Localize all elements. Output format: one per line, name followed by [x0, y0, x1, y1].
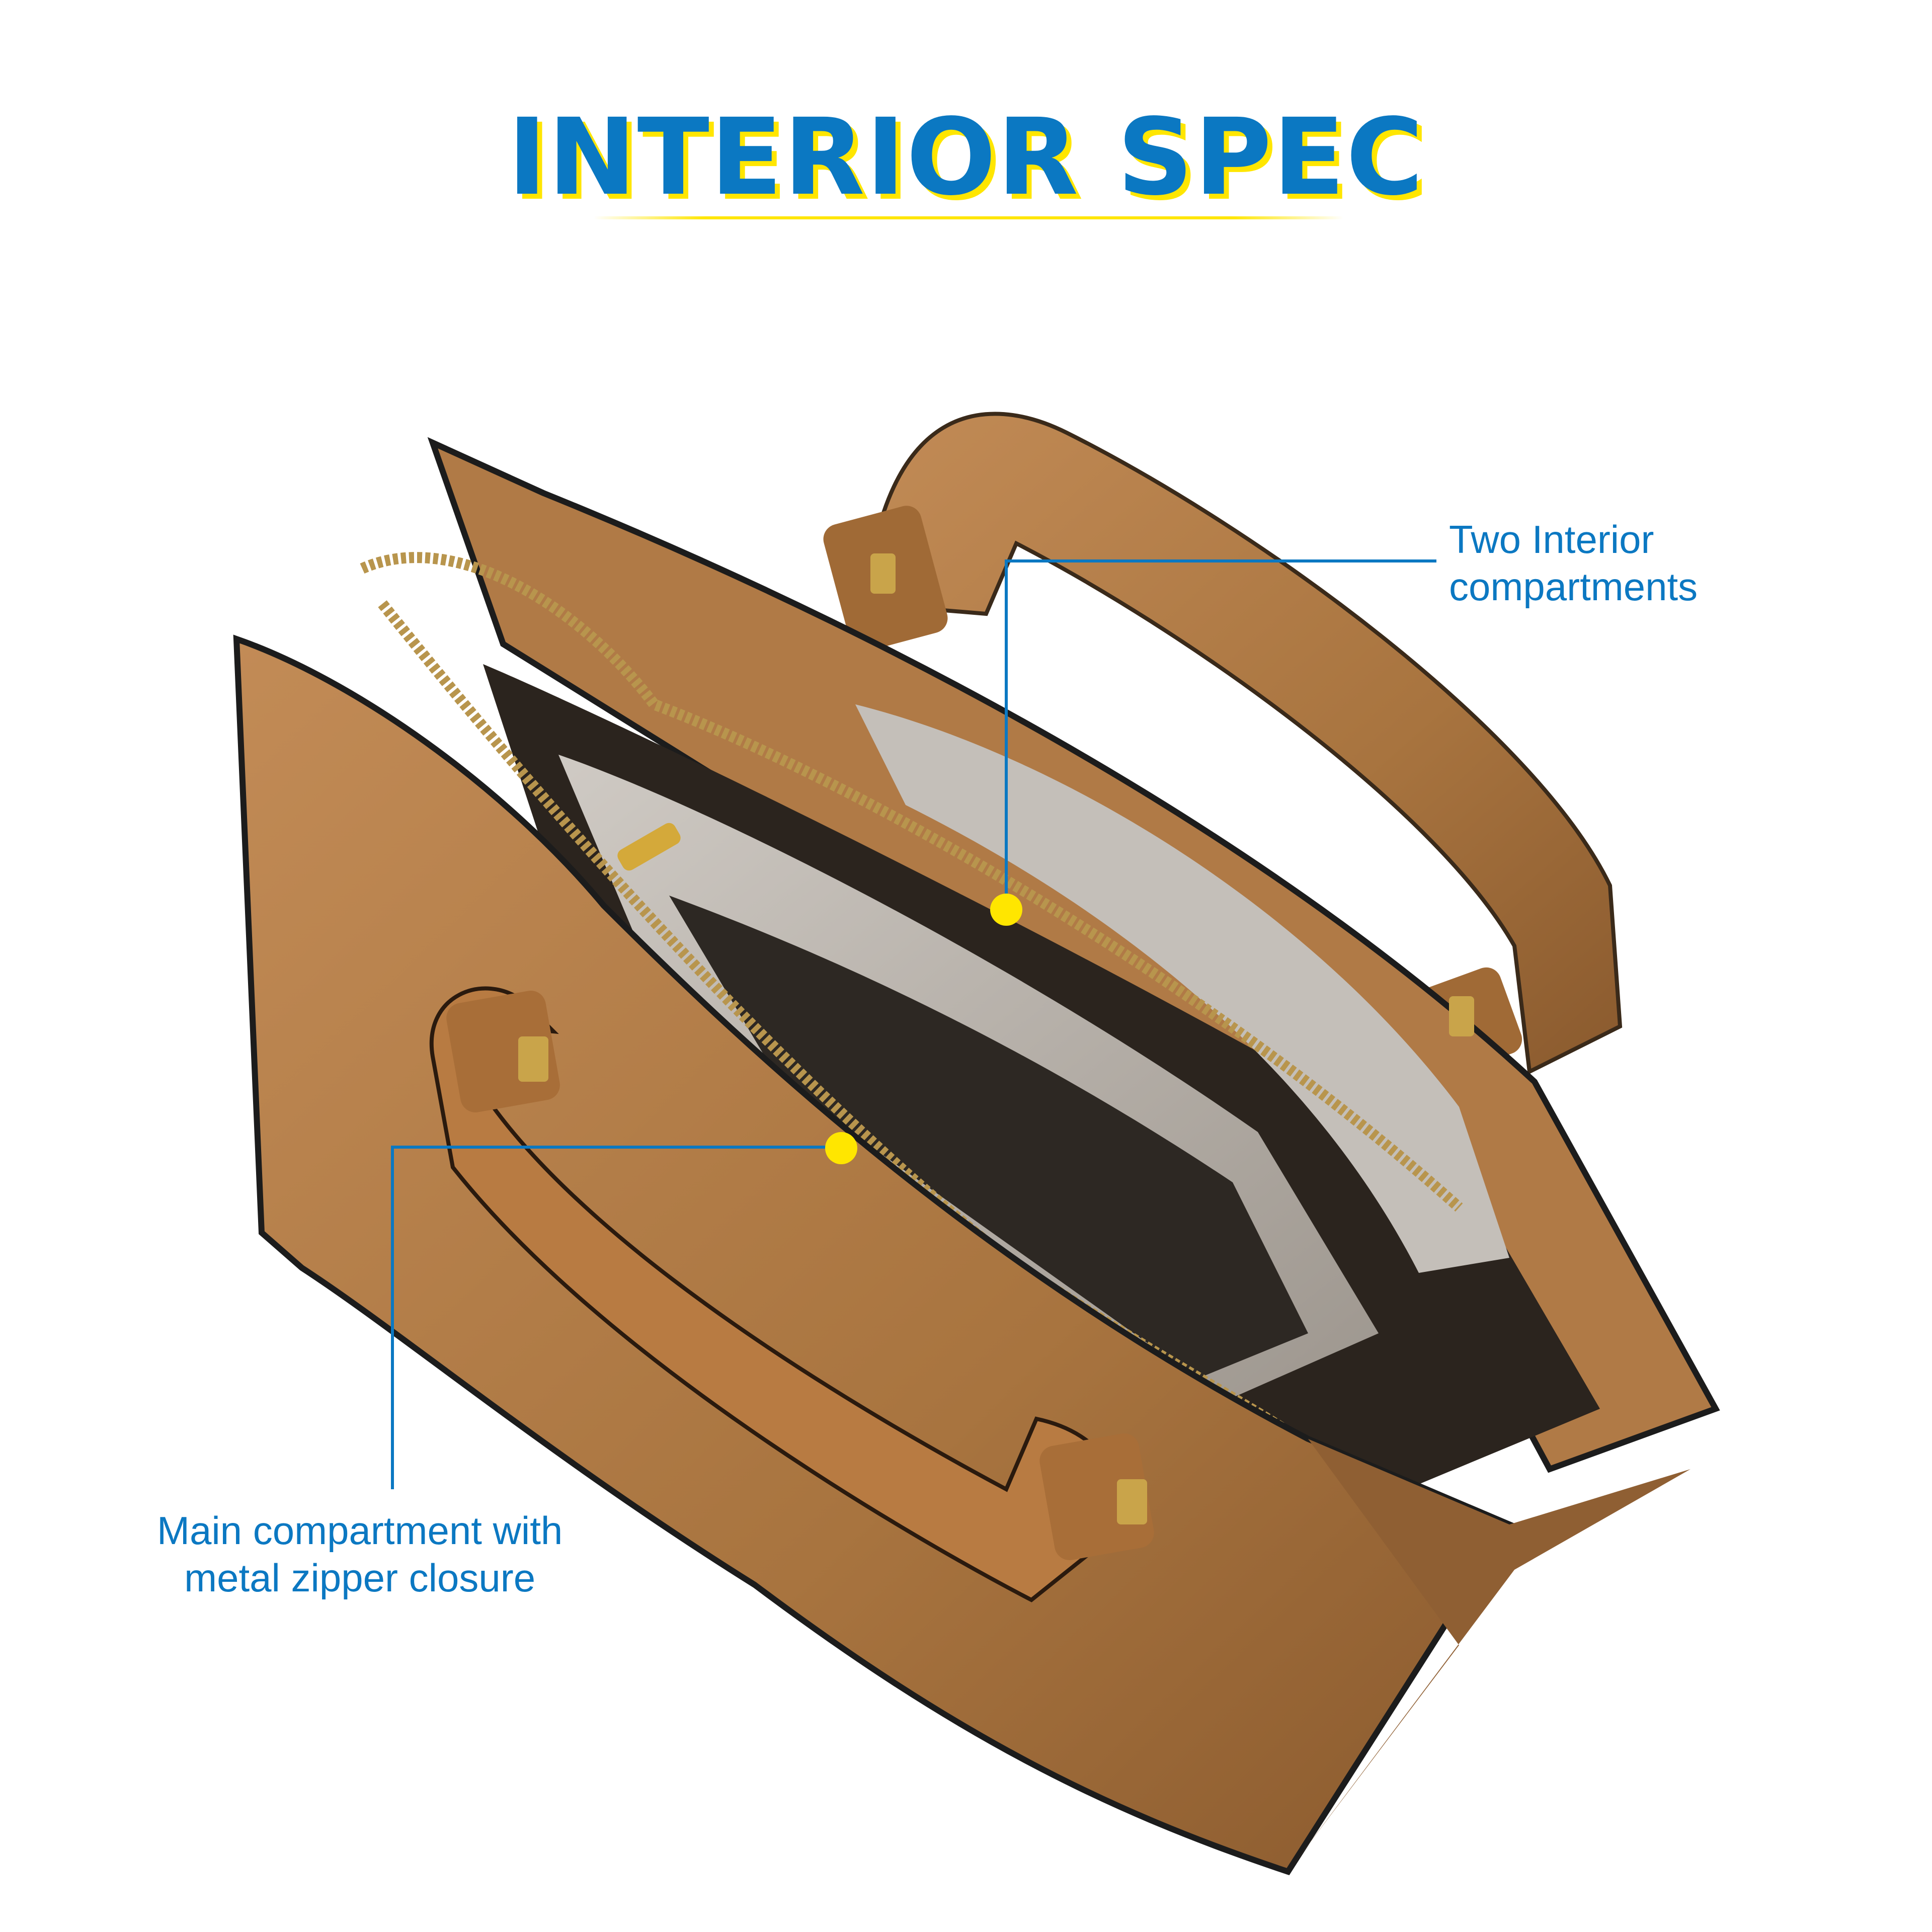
callout-two-interior-compartments: Two Interior compartments	[1449, 516, 1698, 610]
zipper-pull	[617, 823, 681, 871]
callout-1-line-1: Two Interior	[1449, 517, 1654, 561]
callout-1-line-2: compartments	[1449, 565, 1698, 609]
rear-pocket	[855, 704, 1509, 1273]
page-title: INTERIOR SPEC	[507, 96, 1425, 219]
callout-main-compartment: Main compartment with metal zipper closu…	[157, 1507, 562, 1601]
back-handle	[863, 412, 1623, 1075]
front-handle-tab-right	[1039, 1433, 1154, 1560]
title-underline	[594, 216, 1343, 219]
callout-dot-2	[825, 1132, 857, 1164]
callout-line-1	[1005, 559, 1436, 906]
front-handle-tab-left	[446, 991, 560, 1112]
buckle-right	[1117, 1479, 1147, 1524]
bag-front-panel	[233, 634, 1514, 1876]
callout-2-line-1: Main compartment with	[157, 1508, 563, 1553]
buckle-back-left	[870, 553, 896, 594]
front-right-side	[1288, 1439, 1691, 1872]
zipper-track	[360, 552, 1463, 1212]
callout-line-2	[391, 1146, 838, 1489]
buckle-back-right	[1449, 996, 1474, 1036]
callout-2-line-2: metal zipper closure	[184, 1556, 536, 1600]
inner-pocket-opening	[669, 896, 1308, 1379]
callout-dot-1	[990, 894, 1022, 926]
buckle-left	[518, 1036, 548, 1082]
